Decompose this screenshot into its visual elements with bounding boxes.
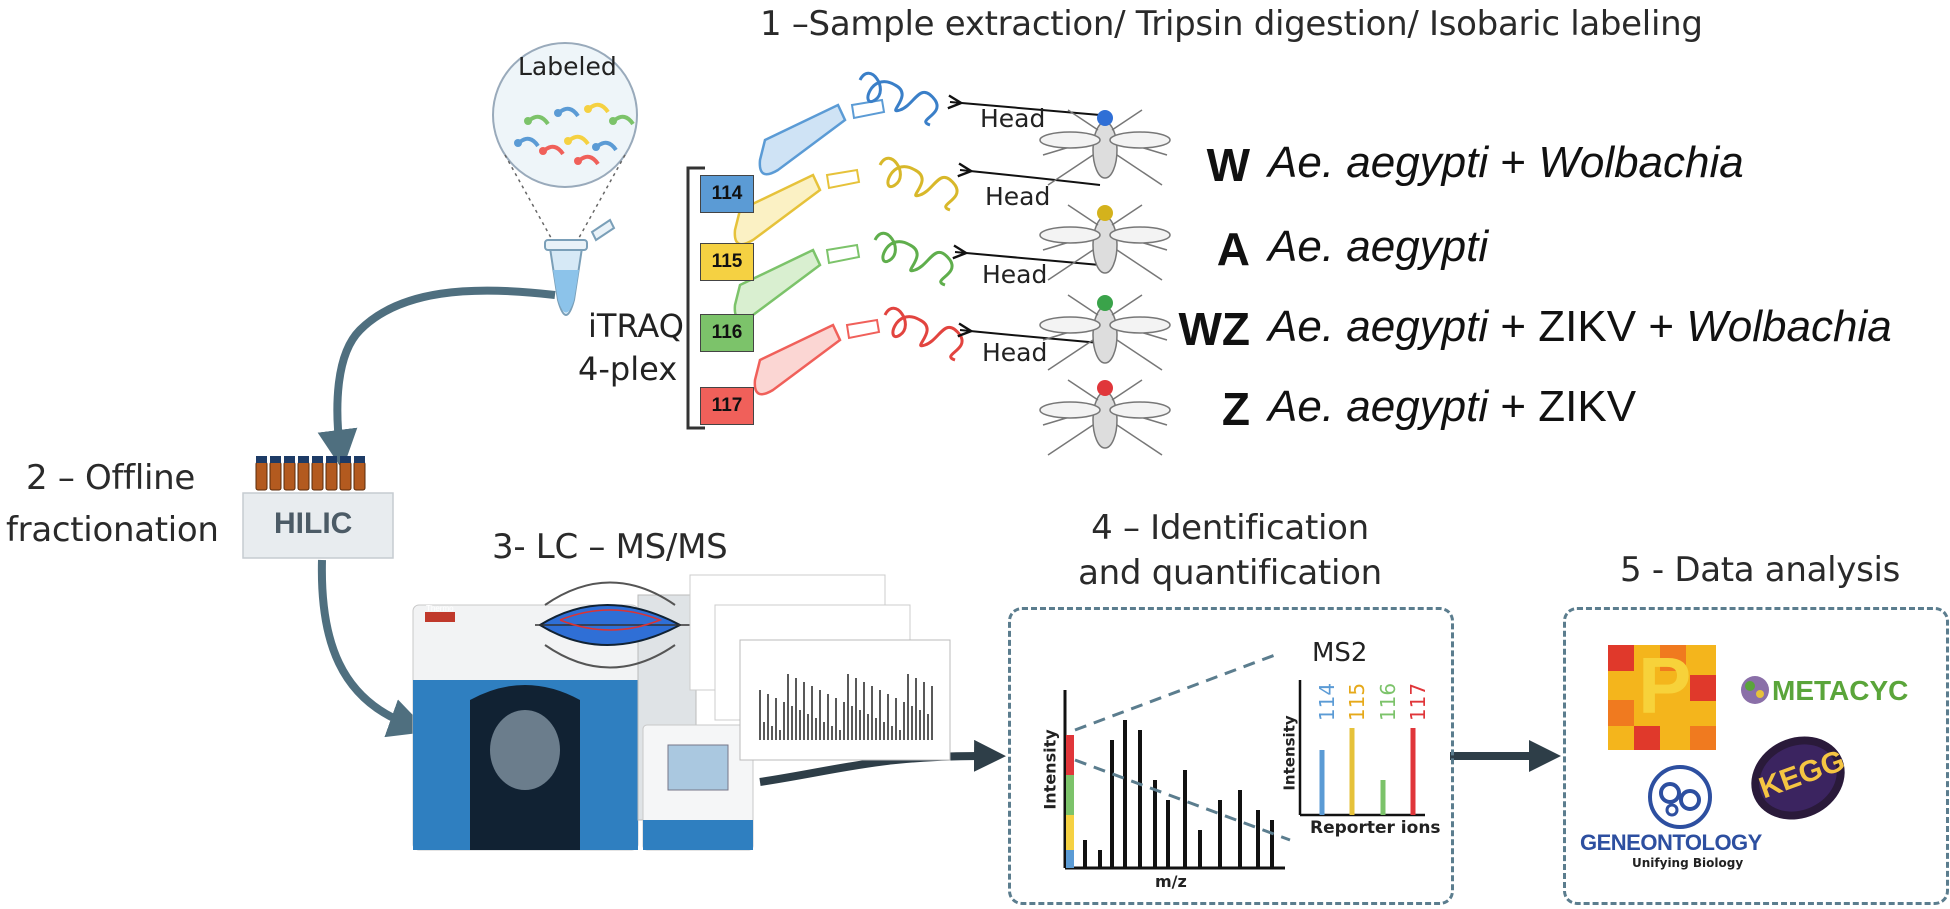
step2-title-line2: fractionation xyxy=(6,510,219,550)
metacyc-logo-graphic xyxy=(1741,676,1769,704)
head-label-1: Head xyxy=(980,104,1046,133)
condition-desc-z: Ae. aegypti + ZIKV xyxy=(1268,382,1636,432)
tag-115: 115 xyxy=(700,243,754,281)
head-label-4: Head xyxy=(982,338,1048,367)
thermo-brand: Thermo xyxy=(426,604,454,613)
data-analysis-box xyxy=(1563,607,1949,905)
condition-code-z: Z xyxy=(1221,383,1250,435)
head-arrows xyxy=(950,102,1101,344)
flow-arrow-to-id xyxy=(759,739,1006,786)
species-name: Ae. aegypti xyxy=(1268,302,1489,351)
virus-label: + ZIKV + xyxy=(1488,302,1687,351)
condition-desc-a: Ae. aegypti xyxy=(1268,222,1488,272)
ms-spectrum-graphic xyxy=(1063,653,1425,870)
tag-117: 117 xyxy=(700,387,754,425)
head-label-3: Head xyxy=(982,260,1048,289)
step4-title-line2: and quantification xyxy=(1078,553,1382,593)
spectra-stack-graphic xyxy=(689,574,951,761)
reporter-label-114: 114 xyxy=(1315,682,1340,722)
spectrum-xlabel: m/z xyxy=(1155,872,1187,891)
lcms-instrument-graphic xyxy=(412,594,754,851)
flow-arrow-to-lcms xyxy=(317,559,429,738)
hilic-vials xyxy=(255,456,366,491)
itraq-tube-graphic xyxy=(544,218,616,316)
virus-label: + ZIKV xyxy=(1488,382,1637,431)
tag-116: 116 xyxy=(700,314,754,352)
hilic-label: HILIC xyxy=(274,507,353,540)
species-name: Ae. aegypti xyxy=(1268,382,1489,431)
pathway-logo-graphic xyxy=(1608,645,1716,750)
inset-xlabel: Reporter ions xyxy=(1310,818,1441,838)
step5-title: 5 - Data analysis xyxy=(1620,550,1901,590)
reporter-label-116: 116 xyxy=(1376,682,1401,722)
condition-desc-w: Ae. aegypti + Wolbachia xyxy=(1268,138,1744,188)
step1-title: 1 –Sample extraction/ Tripsin digestion/… xyxy=(760,4,1703,44)
identification-box xyxy=(1008,607,1454,905)
labeled-bubble-graphic xyxy=(492,42,638,246)
condition-code-w: W xyxy=(1206,139,1250,191)
orbitrap-graphic xyxy=(535,581,690,669)
geneontology-logo-text: GENEONTOLOGY xyxy=(1580,830,1762,855)
metacyc-logo-text: METACYC xyxy=(1772,675,1909,706)
step3-title: 3- LC – MS/MS xyxy=(492,527,728,567)
species-name: Ae. aegypti xyxy=(1268,138,1489,187)
tags-bracket xyxy=(686,166,705,430)
reporter-label-117: 117 xyxy=(1406,682,1431,722)
mosquito-graphics xyxy=(1039,109,1171,456)
geneontology-logo-graphic xyxy=(1648,765,1712,829)
tubes-row-yellow xyxy=(733,156,959,246)
step2-title-line1: 2 – Offline xyxy=(26,458,196,498)
condition-code-wz: WZ xyxy=(1178,303,1250,355)
condition-code-a: A xyxy=(1216,223,1250,275)
flow-arrow-to-hilic xyxy=(317,286,556,470)
tubes-row-blue xyxy=(758,71,939,176)
symbiont-name: Wolbachia xyxy=(1686,302,1892,351)
species-name: Ae. aegypti xyxy=(1268,222,1489,271)
geneontology-subtitle: Unifying Biology xyxy=(1632,856,1744,870)
tag-114: 114 xyxy=(700,175,754,213)
step4-title-line1: 4 – Identification xyxy=(1091,508,1369,548)
inset-ylabel: Intensity xyxy=(1280,715,1299,791)
spectrum-ylabel: Intensity xyxy=(1040,729,1060,810)
itraq-label-line2: 4-plex xyxy=(578,350,678,388)
symbiont-name: Wolbachia xyxy=(1538,138,1744,187)
head-label-2: Head xyxy=(985,182,1051,211)
labeled-bubble-label: Labeled xyxy=(518,52,617,81)
tubes-row-green xyxy=(733,231,954,321)
pathway-logo-letter: P xyxy=(1638,641,1692,730)
ms2-label: MS2 xyxy=(1312,638,1368,668)
itraq-label-line1: iTRAQ xyxy=(588,307,684,345)
hilic-box xyxy=(242,492,394,559)
reporter-label-115: 115 xyxy=(1345,682,1370,722)
kegg-logo-graphic xyxy=(1751,736,1845,820)
tubes-row-red xyxy=(753,306,964,396)
condition-desc-wz: Ae. aegypti + ZIKV + Wolbachia xyxy=(1268,302,1892,352)
plus-sign: + xyxy=(1488,138,1539,187)
